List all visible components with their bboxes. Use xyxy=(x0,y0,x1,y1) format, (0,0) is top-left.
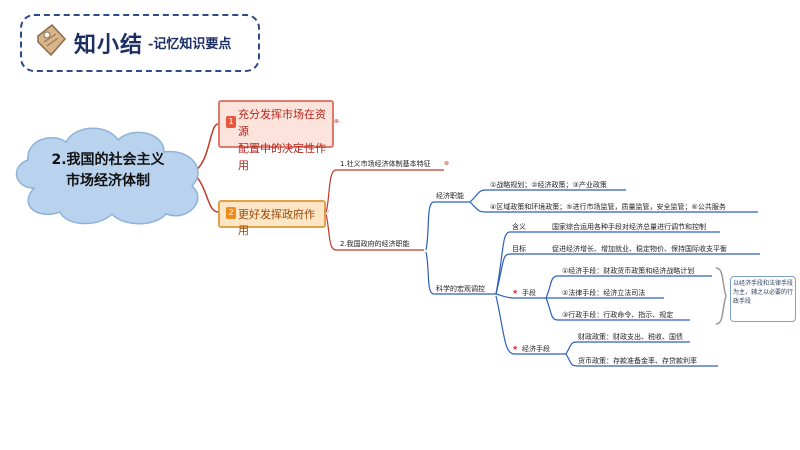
tag-icon xyxy=(37,23,67,57)
header-title: 知小结 xyxy=(74,32,144,58)
macro-goal-label: 目标 xyxy=(512,245,526,253)
note-text: 以经济手段和法律手段为主，辅之以必要的行政手段 xyxy=(733,280,794,305)
root-line-1: 2.我国的社会主义 xyxy=(51,152,165,168)
collapse-marker-icon[interactable]: ⊗ xyxy=(334,118,340,125)
economic-means-item: 货币政策：存款准备金率、存贷款利率 xyxy=(578,357,697,365)
economic-means-item: 财政政策：财政支出、税收、国债 xyxy=(578,333,683,341)
collapse-marker-icon[interactable]: ⊗ xyxy=(444,160,450,167)
branch-number-2: 2 xyxy=(226,207,236,219)
collapse-marker-icon[interactable]: ⊙ xyxy=(324,208,330,215)
branch1-line2: 配置中的决定性作用 xyxy=(238,142,326,172)
node-basic-features: 1.社义市场经济体制基本特征 xyxy=(340,160,431,168)
means-item: ①经济手段：财政货币政策和经济战略计划 xyxy=(562,267,695,275)
root-node: 2.我国的社会主义 市场经济体制 xyxy=(18,150,198,192)
header-subtitle: -记忆知识要点 xyxy=(148,37,232,52)
note-box xyxy=(730,276,796,322)
root-line-2: 市场经济体制 xyxy=(66,173,150,189)
branch-market-role-text: 充分发挥市场在资源 配置中的决定性作用 xyxy=(238,106,330,174)
branch-government-role: 2 更好发挥政府作用 xyxy=(218,200,326,237)
economic-function-item: ①战略规划；②经济政策；③产业政策 xyxy=(490,181,607,189)
branch-government-role-text: 更好发挥政府作用 xyxy=(238,208,315,237)
macro-control-label: 科学的宏观调控 xyxy=(436,285,485,293)
branch-market-role: 1 充分发挥市场在资源 配置中的决定性作用 xyxy=(218,100,334,172)
means-item: ②法律手段：经济立法司法 xyxy=(562,289,646,297)
macro-goal-text: 促进经济增长、增加就业、稳定物价、保持国际收支平衡 xyxy=(552,245,727,253)
star-icon: ★ xyxy=(512,288,519,296)
economic-means-label: 经济手段 xyxy=(522,345,550,353)
branch-number-1: 1 xyxy=(226,116,236,128)
macro-meaning-text: 国家综合运用各种手段对经济总量进行调节和控制 xyxy=(552,223,706,231)
macro-meaning-label: 含义 xyxy=(512,223,526,231)
economic-functions-label: 经济职能 xyxy=(436,192,464,200)
economic-function-item: ④区域政策和环境政策；⑤进行市场监管，质量监管，安全监管；⑥公共服务 xyxy=(490,203,726,211)
star-icon: ★ xyxy=(512,344,519,352)
means-item: ③行政手段：行政命令、指示、规定 xyxy=(562,311,674,319)
macro-means-label: 手段 xyxy=(522,289,536,297)
node-economic-functions: 2.我国政府的经济职能 xyxy=(340,240,410,248)
branch1-line1: 充分发挥市场在资源 xyxy=(238,108,326,138)
root-cloud-shape xyxy=(15,127,199,225)
